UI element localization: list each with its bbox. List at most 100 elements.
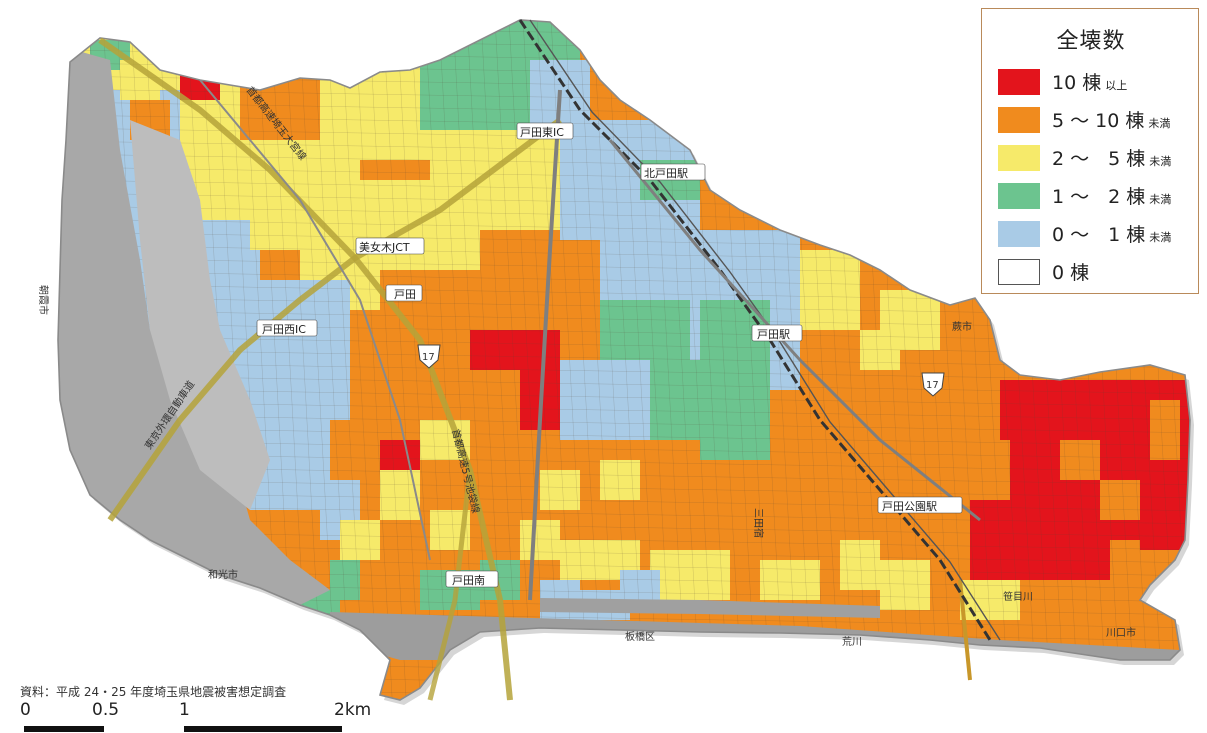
street-line [367, 20, 409, 700]
scale-label-1: 1 [179, 700, 190, 720]
legend-label-main: 2 ～ 5 棟 [1052, 148, 1146, 170]
damage-cell [960, 580, 1020, 620]
route-17-shield: 17 [417, 344, 441, 369]
legend-label: 5 ～ 10 棟未満 [1052, 106, 1170, 133]
damage-cell [1040, 590, 1160, 630]
legend-item: 0 棟 [998, 255, 1194, 289]
damage-cell [1100, 480, 1140, 520]
legend-swatch [998, 183, 1040, 209]
damage-cell [880, 560, 930, 610]
label-sasame: 笹目川 [1003, 590, 1033, 603]
damage-cell [1060, 440, 1100, 480]
label-itabashi-ku: 板橋区 [625, 630, 655, 643]
street-line [395, 20, 437, 700]
label-toda: 戸田 [394, 288, 416, 301]
label-sansen: 三田宿 [752, 508, 765, 538]
route-17-number-east: 17 [926, 380, 939, 391]
legend-label: 0 棟 [1052, 258, 1089, 285]
legend-label-main: 1 ～ 2 棟 [1052, 186, 1146, 208]
street-line [423, 20, 465, 700]
label-wako-shi: 和光市 [208, 568, 238, 581]
legend-swatch [998, 145, 1040, 171]
arakawa-riverbed [58, 40, 330, 605]
legend-label-sub: 未満 [1148, 117, 1171, 130]
scale-segment-2 [184, 726, 342, 732]
legend-label-main: 0 棟 [1052, 262, 1090, 284]
label-warabi-shi: 蕨市 [952, 320, 972, 333]
street-line [339, 20, 381, 700]
damage-cell [760, 560, 820, 600]
sasame-gray-band [540, 598, 880, 618]
route-17 [528, 89, 562, 601]
expressway-5 [427, 469, 473, 701]
street-line [58, 659, 1190, 681]
street-line [451, 20, 493, 700]
route-17-shield-east: 17 [921, 372, 945, 397]
legend-title: 全壊数 [1056, 29, 1126, 54]
street-line [493, 20, 535, 700]
damage-cell [650, 550, 730, 600]
label-kita-toda-eki: 北戸田駅 [644, 167, 688, 180]
scale-bar: 0 0.5 1 2km [14, 700, 394, 733]
riverbed-inner [130, 120, 270, 510]
label-toda-higashi-ic: 戸田東IC [520, 126, 564, 139]
legend-label: 0 ～ 1 棟未満 [1052, 220, 1171, 247]
scale-label-2km: 2km [334, 700, 372, 720]
scale-label-0-5: 0.5 [92, 700, 120, 720]
damage-cell [860, 330, 900, 370]
label-toda-minami: 戸田南 [452, 574, 485, 587]
label-toda-koen-eki: 戸田公園駅 [882, 500, 937, 513]
legend-item: 1 ～ 2 棟未満 [998, 179, 1194, 213]
legend-label-sub: 未満 [1149, 231, 1172, 244]
damage-cell [970, 500, 1110, 580]
legend-swatch [998, 221, 1040, 247]
legend-label-main: 0 ～ 1 棟 [1052, 224, 1146, 246]
expressway-gaikan [107, 117, 562, 522]
street-line [297, 20, 339, 700]
legend-label: 1 ～ 2 棟未満 [1052, 182, 1171, 209]
label-kawaguchi-shi: 川口市 [1106, 626, 1136, 639]
road-east [608, 139, 981, 522]
scale-segment-1 [24, 726, 104, 732]
damage-cell [700, 300, 770, 460]
label-arakawa: 荒川 [842, 636, 862, 648]
damage-cell [800, 250, 860, 330]
road-west [199, 79, 431, 561]
damage-cell [600, 460, 640, 500]
city-boundary [57, 19, 1191, 701]
legend-item: 5 ～ 10 棟未満 [998, 103, 1194, 137]
damage-cell [380, 440, 420, 475]
legend-swatch [998, 69, 1040, 95]
label-asaka-shi: 朝霞市 [37, 285, 50, 315]
damage-cell [380, 470, 420, 520]
damage-cell [520, 520, 560, 560]
route-17-number: 17 [422, 352, 435, 363]
street-line [437, 20, 479, 700]
label-toda-nishi-ic: 戸田西IC [262, 323, 306, 336]
railway-saikyo-2 [529, 19, 1001, 641]
legend-swatch [998, 107, 1040, 133]
damage-cell [1150, 400, 1180, 460]
street-line [381, 20, 423, 700]
legend-item: 0 ～ 1 棟未満 [998, 217, 1194, 251]
legend-label-main: 10 棟 [1052, 72, 1102, 94]
damage-cell [840, 540, 880, 590]
legend-swatch [998, 259, 1040, 285]
street-line [311, 20, 353, 700]
legend-label: 2 ～ 5 棟未満 [1052, 144, 1171, 171]
label-toda-eki: 戸田駅 [757, 328, 790, 341]
damage-cell [340, 520, 380, 560]
legend-label-sub: 未満 [1149, 155, 1172, 168]
legend-label: 10 棟以上 [1052, 68, 1127, 95]
legend-label-main: 5 ～ 10 棟 [1052, 110, 1145, 132]
legend-item: 10 棟以上 [998, 65, 1194, 99]
scale-label-0: 0 [20, 700, 31, 720]
legend-label-sub: 未満 [1149, 193, 1172, 206]
street-line [325, 20, 367, 700]
legend-label-sub: 以上 [1105, 79, 1128, 92]
damage-cell [650, 360, 710, 440]
street-line [353, 20, 395, 700]
label-bijogi-jct: 美女木JCT [359, 240, 410, 254]
